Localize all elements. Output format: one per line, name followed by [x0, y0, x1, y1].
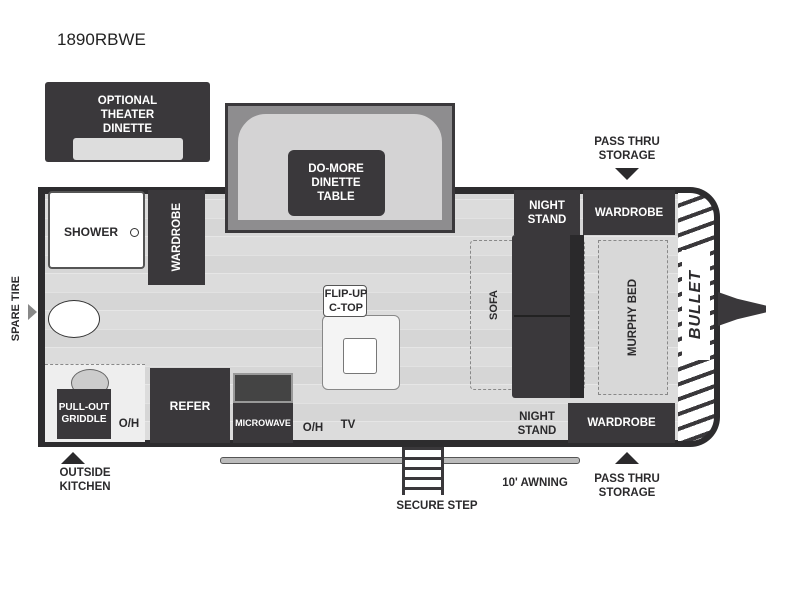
wardrobe-bottom-label: WARDROBE	[587, 417, 656, 429]
sofa-label-wrap: SOFA	[488, 290, 500, 320]
murphy-bed-label: MURPHY BED	[627, 278, 639, 357]
sofa	[512, 235, 584, 398]
optional-dinette-label: OPTIONAL THEATER DINETTE	[97, 95, 158, 135]
spare-tire-label-wrap: SPARE TIRE	[10, 276, 22, 346]
microwave-label: MICROWAVE	[235, 418, 291, 428]
stove	[233, 373, 293, 403]
logo-text: BULLET	[687, 270, 704, 340]
wardrobe-top: WARDROBE	[583, 190, 675, 235]
flip-up-c-top-label-box: FLIP-UP C-TOP	[323, 285, 367, 317]
optional-theater-dinette: OPTIONAL THEATER DINETTE	[45, 82, 210, 162]
murphy-bed: MURPHY BED	[598, 240, 668, 395]
hitch	[718, 292, 766, 326]
night-stand-top-label: NIGHT STAND	[527, 199, 567, 226]
outside-kitchen-arrow-icon	[61, 452, 85, 464]
secure-step-label: SECURE STEP	[396, 500, 478, 512]
outside-kitchen-area: PULL-OUT GRIDDLE O/H	[45, 364, 145, 442]
awning-bar	[220, 457, 580, 464]
night-stand-bottom-label: NIGHT STAND	[517, 411, 557, 437]
shower: SHOWER	[48, 191, 145, 269]
wardrobe-top-label: WARDROBE	[594, 206, 664, 219]
pass-thru-top-label: PASS THRU STORAGE	[594, 136, 660, 162]
pass-thru-bottom-arrow-icon	[615, 452, 639, 464]
flip-up-label: FLIP-UP C-TOP	[324, 288, 368, 314]
griddle-label: PULL-OUT GRIDDLE	[58, 402, 110, 425]
pass-thru-bottom-label: PASS THRU STORAGE	[594, 473, 660, 499]
refrigerator: REFER	[150, 368, 230, 443]
pass-thru-top-arrow-icon	[615, 168, 639, 180]
microwave: MICROWAVE	[233, 403, 293, 443]
entry-step	[402, 447, 444, 495]
dinette-table: DO-MORE DINETTE TABLE	[288, 150, 385, 216]
wardrobe-label: WARDROBE	[170, 203, 183, 272]
pull-out-griddle: PULL-OUT GRIDDLE	[57, 389, 111, 439]
spare-tire-marker	[28, 304, 37, 320]
refer-label: REFER	[169, 398, 211, 413]
shower-label: SHOWER	[64, 225, 118, 239]
toilet	[48, 300, 100, 338]
dinette-slideout: DO-MORE DINETTE TABLE	[225, 103, 455, 233]
awning-label: 10' AWNING	[502, 477, 568, 489]
wardrobe-bottom: WARDROBE	[568, 403, 675, 443]
flip-up-c-top-counter	[322, 315, 400, 390]
spare-tire-label: SPARE TIRE	[10, 276, 22, 342]
brand-logo: BULLET	[682, 250, 710, 360]
theater-seat-tray	[73, 138, 183, 160]
dinette-table-label: DO-MORE DINETTE TABLE	[308, 163, 364, 203]
sofa-label: SOFA	[488, 290, 500, 320]
bath-wardrobe: WARDROBE	[148, 190, 205, 285]
oh-kitchen-label: O/H	[118, 418, 140, 430]
oh-main-label: O/H	[302, 422, 324, 434]
floorplan-title: 1890RBWE	[57, 30, 146, 49]
outside-kitchen-label: OUTSIDE KITCHEN	[59, 467, 111, 493]
kitchen-sink	[343, 338, 377, 374]
tv-label: TV	[340, 419, 356, 431]
night-stand-top: NIGHT STAND	[514, 190, 580, 235]
